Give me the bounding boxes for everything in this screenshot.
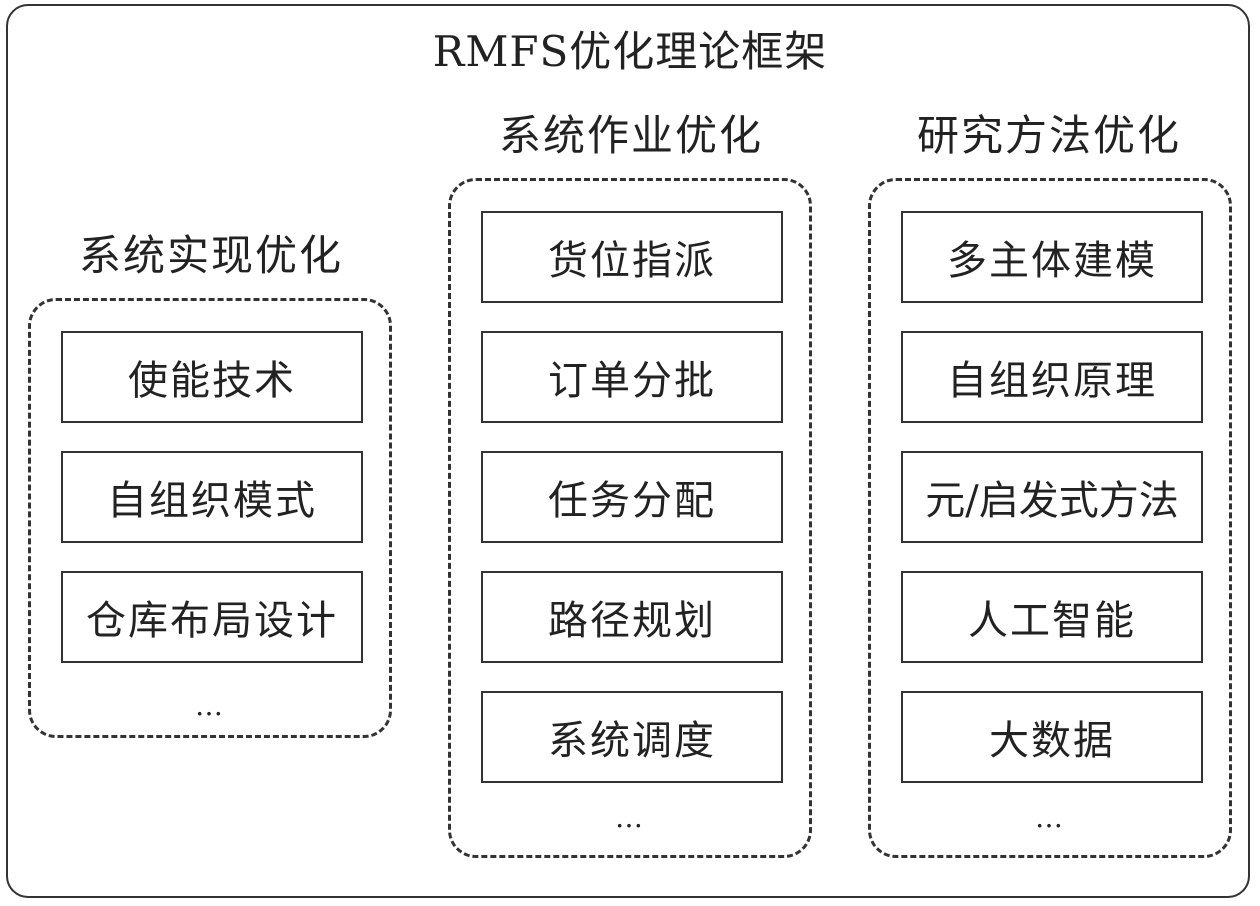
group-research-methods: 多主体建模 自组织原理 元/启发式方法 人工智能 大数据 … — [868, 178, 1232, 858]
item-box: 自组织模式 — [61, 451, 363, 543]
item-box: 大数据 — [901, 691, 1203, 783]
group-system-implementation: 使能技术 自组织模式 仓库布局设计 … — [28, 298, 392, 738]
item-box: 多主体建模 — [901, 211, 1203, 303]
group-system-operation: 货位指派 订单分批 任务分配 路径规划 系统调度 … — [448, 178, 812, 858]
column-title-system-implementation: 系统实现优化 — [78, 231, 343, 280]
item-box: 货位指派 — [481, 211, 783, 303]
column-title-system-operation: 系统作业优化 — [498, 111, 763, 160]
item-box: 任务分配 — [481, 451, 783, 543]
ellipsis: … — [195, 689, 225, 722]
framework-frame — [6, 4, 1250, 898]
item-box: 仓库布局设计 — [61, 571, 363, 663]
ellipsis: … — [1035, 801, 1065, 834]
item-box: 订单分批 — [481, 331, 783, 423]
item-box: 使能技术 — [61, 331, 363, 423]
ellipsis: … — [615, 801, 645, 834]
item-box: 元/启发式方法 — [901, 451, 1203, 543]
item-box: 系统调度 — [481, 691, 783, 783]
diagram-title: RMFS优化理论框架 — [432, 27, 828, 76]
column-title-research-methods: 研究方法优化 — [916, 111, 1181, 160]
item-box: 人工智能 — [901, 571, 1203, 663]
item-box: 路径规划 — [481, 571, 783, 663]
item-box: 自组织原理 — [901, 331, 1203, 423]
